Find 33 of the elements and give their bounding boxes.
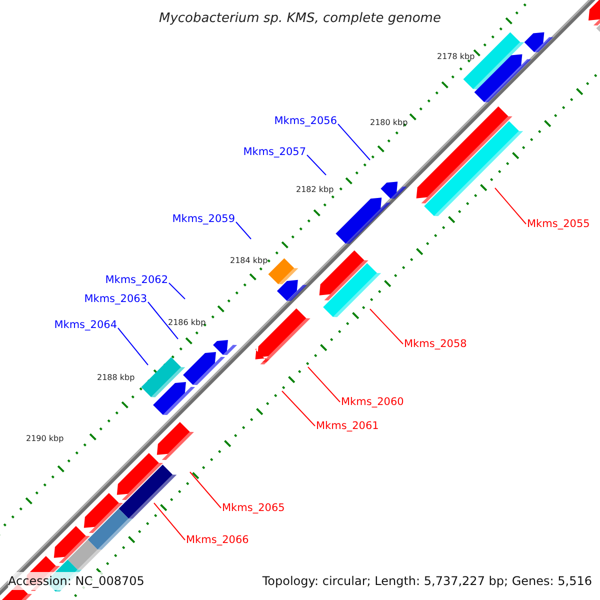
title: Mycobacterium sp. KMS, complete genome (158, 10, 442, 28)
leader-line (236, 222, 252, 240)
position-label: 2180 kbp (370, 117, 408, 129)
gene-label: Mkms_2061 (316, 419, 379, 433)
gene-label: Mkms_2066 (186, 533, 249, 547)
leader-line (168, 282, 186, 300)
leader-line (190, 472, 222, 508)
gene-label: Mkms_2065 (222, 501, 285, 515)
position-label: 2190 kbp (26, 433, 64, 445)
leader-line (338, 124, 370, 160)
leader-line (306, 154, 326, 176)
position-label: 2182 kbp (296, 184, 334, 196)
position-label: 2184 kbp (230, 255, 268, 267)
gene-label: Mkms_2056 (274, 114, 337, 128)
gene-label: Mkms_2064 (54, 318, 117, 332)
gene-label: Mkms_2062 (105, 273, 168, 287)
leader-line (118, 328, 148, 366)
leader-line (494, 188, 526, 224)
leader-line (308, 366, 340, 402)
accession-text: Accession: NC_008705 (8, 572, 144, 590)
leader-line (370, 308, 404, 344)
gene-label: Mkms_2060 (341, 395, 404, 409)
position-label: 2188 kbp (97, 372, 135, 384)
leader-line (154, 502, 186, 540)
leader-line (282, 390, 316, 426)
gene-label: Mkms_2059 (172, 212, 235, 226)
position-label: 2178 kbp (437, 51, 475, 63)
position-label: 2186 kbp (168, 317, 206, 329)
gene-label: Mkms_2058 (404, 337, 467, 351)
gene-label: Mkms_2057 (243, 145, 306, 159)
gene-label: Mkms_2063 (84, 292, 147, 306)
leader-line (148, 302, 178, 340)
gene-label: Mkms_2055 (527, 217, 590, 231)
